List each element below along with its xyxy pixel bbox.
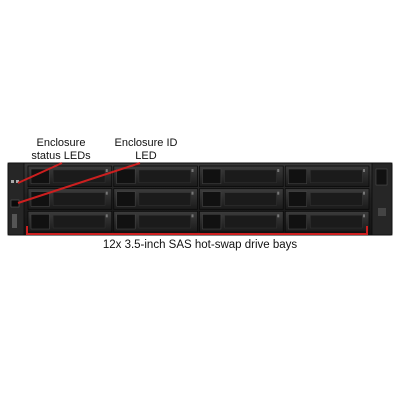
drive-vent xyxy=(52,215,106,229)
drive-vent xyxy=(138,215,192,229)
drive-activity-led xyxy=(277,169,280,172)
drive-activity-led xyxy=(363,191,365,195)
drive-bays-bracket xyxy=(26,226,368,235)
right-ear-series-plate xyxy=(378,208,386,216)
drive-latch xyxy=(116,168,136,184)
drive-bay-8 xyxy=(284,188,370,210)
drive-bay-5 xyxy=(27,188,113,210)
drive-bay-grid xyxy=(27,165,370,233)
drive-bay-11 xyxy=(199,210,284,233)
drive-bay-9 xyxy=(27,210,113,233)
drive-bay-3 xyxy=(199,165,284,188)
drive-bay-10 xyxy=(113,210,198,233)
drive-bays-label: 12x 3.5-inch SAS hot-swap drive bays xyxy=(102,239,298,251)
drive-vent xyxy=(310,192,363,206)
drive-activity-led xyxy=(191,169,194,172)
drive-latch xyxy=(116,214,136,230)
drive-activity-led xyxy=(105,214,108,218)
status-led-2 xyxy=(16,180,19,183)
drive-latch xyxy=(288,214,307,230)
drive-vent xyxy=(224,169,277,183)
drive-vent xyxy=(310,215,363,229)
drive-latch xyxy=(288,168,307,184)
drive-latch xyxy=(288,191,307,207)
drive-latch xyxy=(202,168,222,184)
drive-vent xyxy=(138,192,192,206)
drive-latch xyxy=(202,214,222,230)
id-led-leader xyxy=(17,162,141,204)
drive-vent xyxy=(52,192,106,206)
right-ear-badge xyxy=(375,168,388,186)
drive-activity-led xyxy=(363,169,365,172)
drive-bay-6 xyxy=(113,188,198,210)
left-ear-label xyxy=(12,214,17,228)
drive-activity-led xyxy=(105,169,108,172)
enclosure-id-led xyxy=(10,199,20,208)
drive-bay-2 xyxy=(113,165,198,188)
drive-vent xyxy=(138,169,192,183)
drive-vent xyxy=(310,169,363,183)
enclosure-status-leds-label: Enclosure status LEDs xyxy=(31,137,91,162)
drive-latch xyxy=(202,191,222,207)
drive-activity-led xyxy=(191,214,194,218)
drive-bay-1 xyxy=(27,165,113,188)
enclosure-id-led-label: Enclosure ID LED xyxy=(114,137,178,162)
drive-latch xyxy=(30,214,50,230)
drive-activity-led xyxy=(191,191,194,195)
drive-activity-led xyxy=(277,214,280,218)
drive-activity-led xyxy=(105,191,108,195)
drive-activity-led xyxy=(277,191,280,195)
drive-bay-7 xyxy=(199,188,284,210)
drive-vent xyxy=(224,192,277,206)
status-led-1 xyxy=(11,180,14,183)
drive-activity-led xyxy=(363,214,365,218)
drive-bay-12 xyxy=(284,210,370,233)
drive-latch xyxy=(116,191,136,207)
drive-bay-4 xyxy=(284,165,370,188)
status-led-leader xyxy=(17,162,63,184)
drive-vent xyxy=(224,215,277,229)
